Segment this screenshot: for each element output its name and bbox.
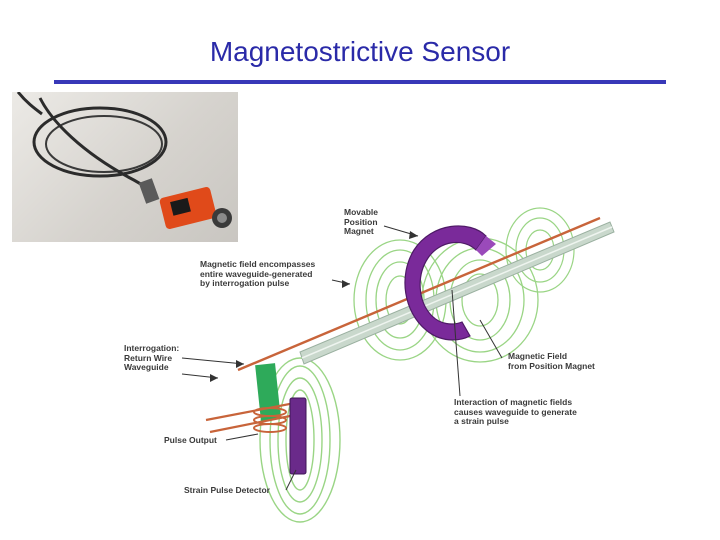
sensor-connector-center	[217, 213, 227, 223]
label-line: Magnetic Field	[508, 351, 568, 361]
sensor-connector-stem	[138, 178, 160, 204]
label-line: Movable	[344, 207, 379, 217]
label-magnetic-field-waveguide: Magnetic field encompasses entire wavegu…	[200, 259, 316, 289]
label-line: entire waveguide-generated	[200, 268, 313, 279]
title-underline	[54, 80, 666, 84]
label-pulse-output: Pulse Output	[164, 435, 217, 445]
strain-pulse-detector	[289, 397, 307, 475]
label-interaction: Interaction of magnetic fields causes wa…	[454, 397, 577, 427]
detector-field-lines	[259, 357, 341, 523]
slide-title: Magnetostrictive Sensor	[209, 36, 511, 67]
label-strain-pulse-detector: Strain Pulse Detector	[184, 485, 270, 495]
pulse-output-coil	[205, 363, 301, 434]
label-magnetic-field-position: Magnetic Field from Position Magnet	[508, 351, 595, 371]
label-interrogation: Interrogation: Return Wire Waveguide	[124, 343, 180, 373]
sensor-cable-end	[16, 92, 43, 116]
label-line: Interaction of magnetic fields	[454, 397, 573, 407]
waveguide-tube	[299, 221, 615, 365]
label-line: Magnetic field encompasses	[200, 259, 316, 269]
position-magnet	[404, 225, 496, 341]
label-line: causes waveguide to generate	[454, 406, 577, 417]
label-line: by interrogation pulse	[200, 278, 290, 288]
arrow-heads	[210, 231, 418, 382]
sensor-cable-loop-inner	[45, 115, 163, 173]
sensor-cable-loop-outer	[32, 106, 168, 178]
label-line: Magnet	[344, 226, 374, 236]
sensor-product-photo	[12, 92, 238, 242]
sensor-head-label	[170, 197, 191, 216]
leader-lines	[181, 225, 503, 491]
label-line: Position	[344, 216, 378, 227]
label-line: Waveguide	[124, 362, 169, 372]
label-line: Interrogation:	[124, 343, 180, 353]
label-movable-position-magnet: Movable Position Magnet	[344, 207, 379, 237]
label-line: Return Wire	[124, 352, 173, 363]
label-line: a strain pulse	[454, 416, 509, 426]
label-line: from Position Magnet	[508, 360, 595, 371]
